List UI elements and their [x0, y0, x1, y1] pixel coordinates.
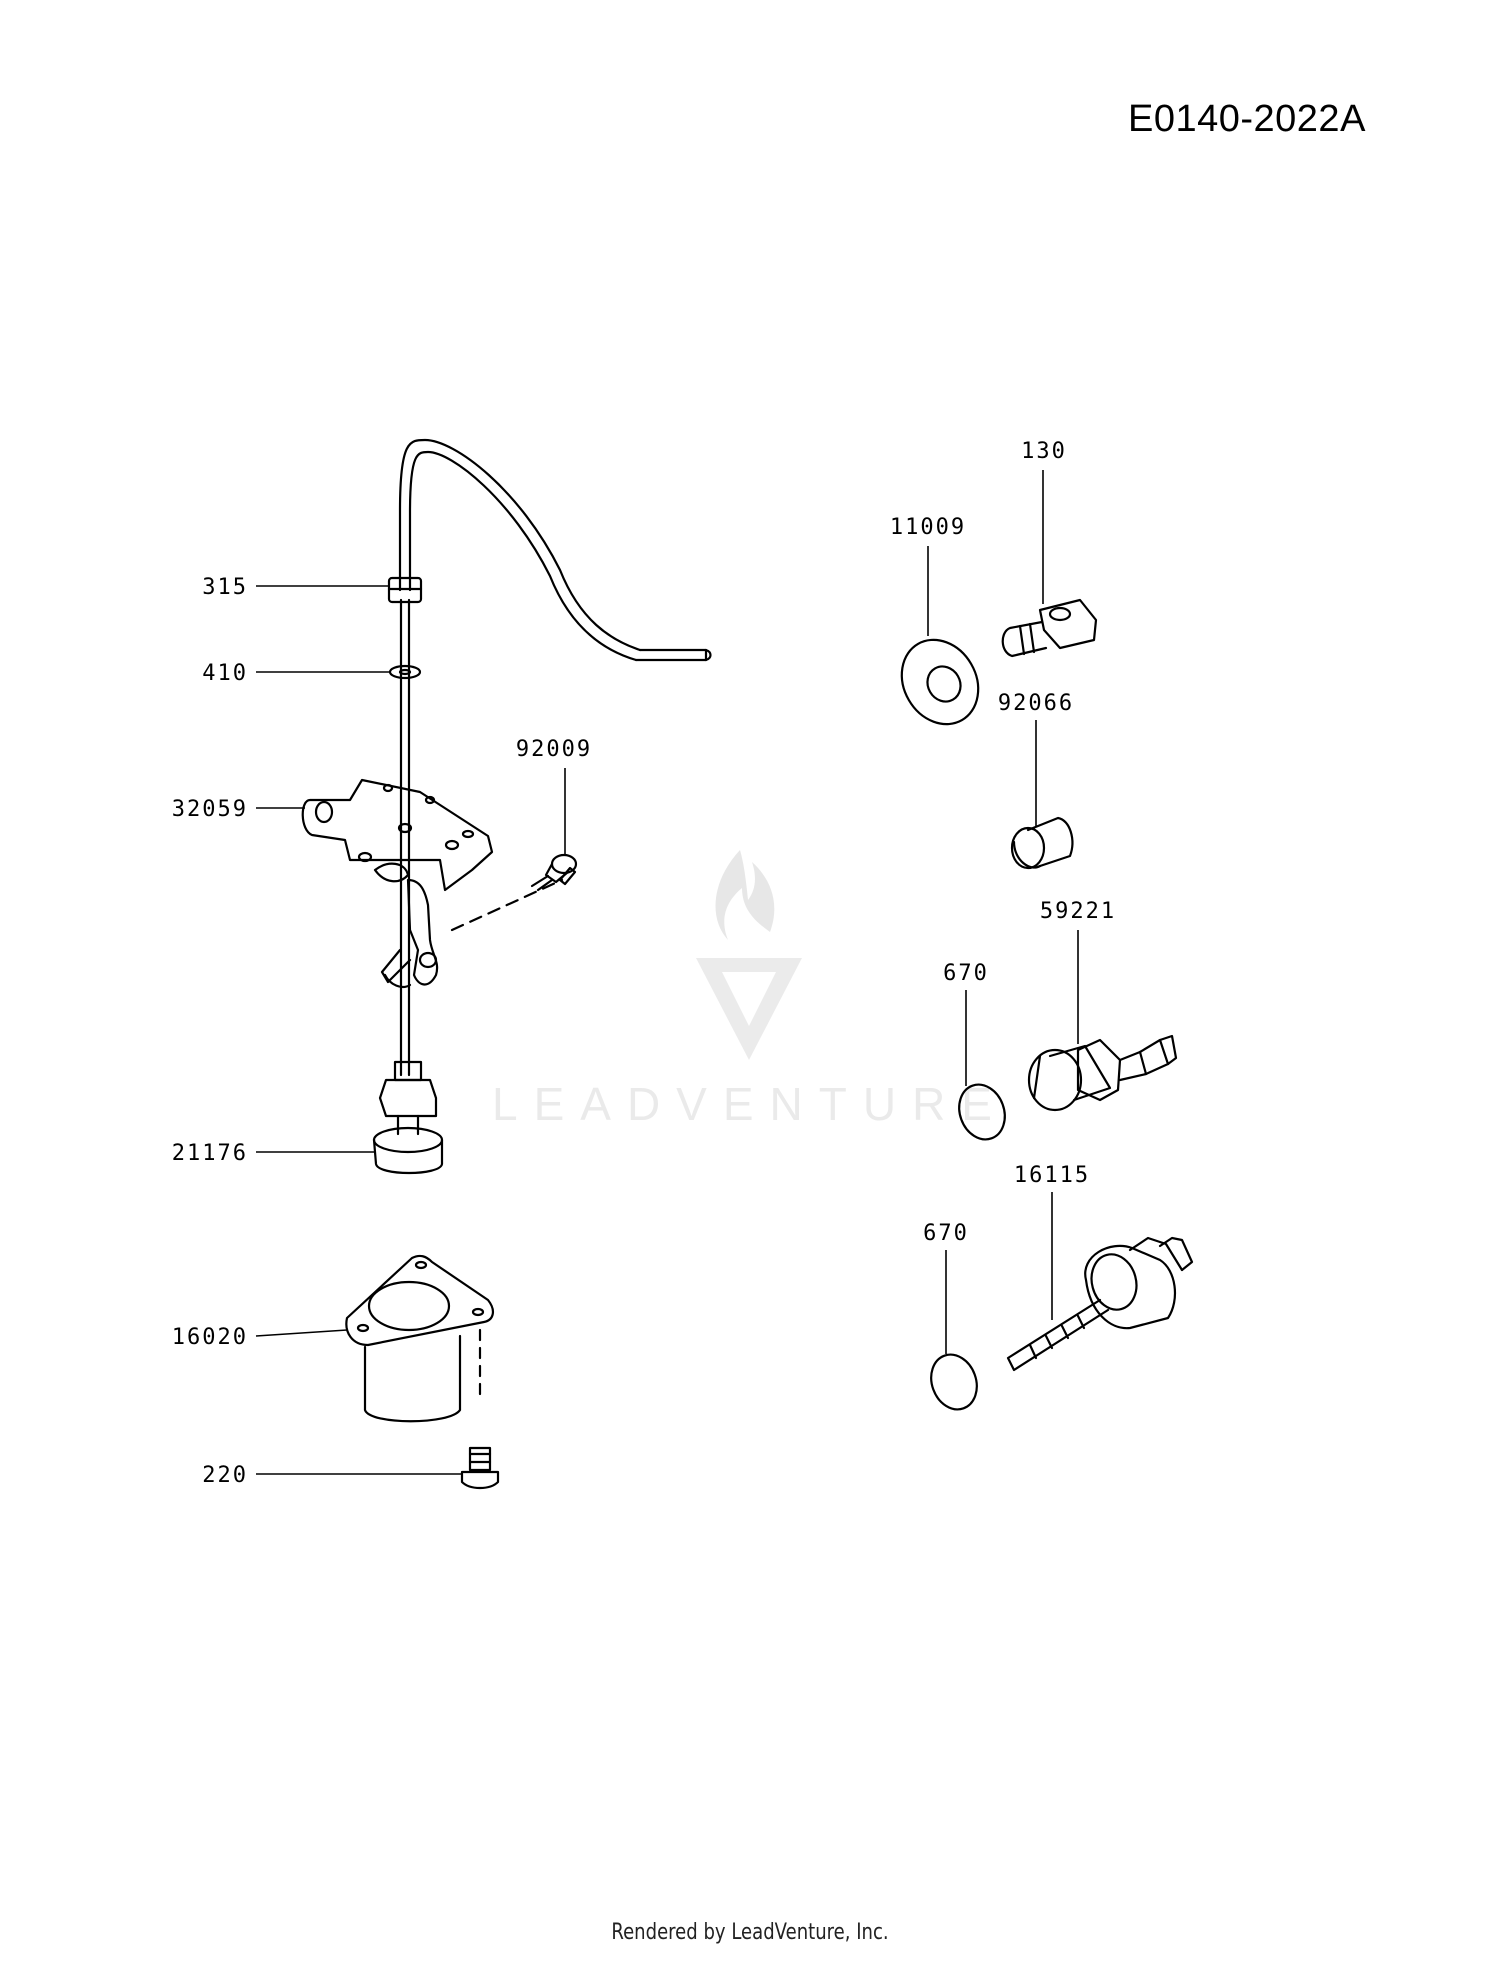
bracket-32059: [301, 778, 494, 892]
screw-92009: [530, 853, 578, 892]
washer-410: [388, 664, 422, 680]
watermark-text: LEADVENTURE: [492, 1078, 1008, 1130]
diagram-id: E0140-2022A: [1128, 98, 1366, 140]
plug-92066: [1010, 816, 1074, 870]
callout-670-upper: 670: [943, 961, 989, 986]
footer-credit: Rendered by LeadVenture, Inc.: [611, 1920, 889, 1945]
callout-16115: 16115: [1014, 1163, 1090, 1188]
callout-410: 410: [202, 661, 248, 686]
callout-315: 315: [202, 575, 248, 600]
callout-92009: 92009: [516, 737, 592, 762]
probe-tube: [398, 438, 712, 1077]
float-chamber-16020: [345, 1254, 494, 1423]
drain-valve-16115: [1006, 1236, 1194, 1372]
fitting-59221: [1027, 1034, 1178, 1112]
callout-11009: 11009: [890, 515, 966, 540]
leadventure-watermark: LEADVENTURE: [492, 850, 1008, 1130]
leader-lines: [255, 470, 1079, 1475]
callout-32059: 32059: [172, 797, 248, 822]
callout-21176: 21176: [172, 1141, 248, 1166]
float-21176: [372, 1060, 444, 1175]
callout-16020: 16020: [172, 1325, 248, 1350]
o-ring-670-upper: [958, 1083, 1006, 1141]
bolt-220: [460, 1446, 500, 1490]
o-ring-670-lower: [930, 1353, 978, 1411]
callout-220: 220: [202, 1463, 248, 1488]
drain-bolt-130: [1001, 598, 1098, 658]
callout-670-lower: 670: [923, 1221, 969, 1246]
callout-59221: 59221: [1040, 899, 1116, 924]
callout-92066: 92066: [998, 691, 1074, 716]
callout-130: 130: [1021, 439, 1067, 464]
float-lever: [380, 878, 564, 989]
washer-11009: [900, 638, 980, 726]
nut-315: [387, 576, 423, 604]
